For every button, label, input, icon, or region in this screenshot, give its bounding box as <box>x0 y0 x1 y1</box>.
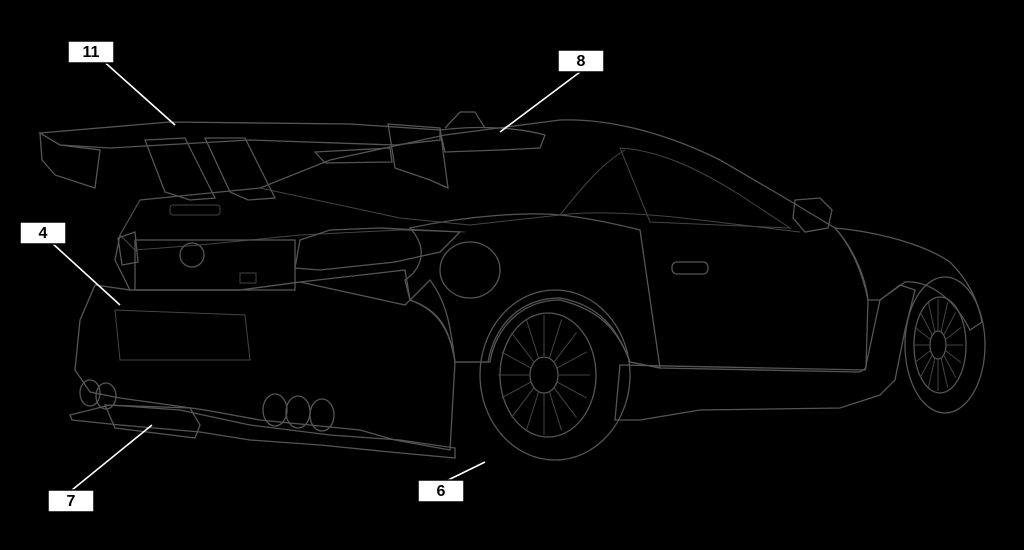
leader-8 <box>499 71 581 133</box>
wheel-spoke <box>553 332 577 363</box>
callout-7: 7 <box>47 489 95 513</box>
wheel-spoke <box>940 357 949 388</box>
callout-8: 8 <box>557 49 605 73</box>
exhaust-right <box>262 393 335 432</box>
wheel-spoke <box>556 381 587 399</box>
wheel-spoke <box>501 351 532 369</box>
wheel-spoke <box>940 302 949 333</box>
leader-4 <box>51 242 121 306</box>
wheel-spoke <box>548 391 563 431</box>
wheel-spoke <box>511 387 535 418</box>
front-fender <box>833 227 983 331</box>
leader-7 <box>71 424 153 491</box>
callout-8-label: 8 <box>577 53 586 70</box>
callout-11-label: 11 <box>83 44 100 61</box>
callout-7-label: 7 <box>67 493 76 510</box>
brake-light <box>169 204 221 216</box>
wheel-spoke <box>914 327 931 341</box>
taillight-left <box>117 231 139 266</box>
wing-endplate-right <box>387 123 449 190</box>
wheel-spoke <box>919 354 933 378</box>
leader-11 <box>99 57 176 126</box>
door-handle <box>671 261 709 275</box>
wheel-spoke <box>501 381 532 399</box>
wheel-spoke <box>945 327 962 341</box>
wheel-spoke <box>927 357 936 388</box>
wheel-spoke <box>927 302 936 333</box>
bumper-recess <box>114 309 251 361</box>
wing-stand-right <box>203 137 277 201</box>
trunk-line <box>259 149 626 226</box>
emblem <box>179 242 205 268</box>
rear-diffuser <box>69 404 456 459</box>
wheel-spoke <box>945 349 962 363</box>
roof-spoiler <box>439 126 546 153</box>
callout-4-label: 4 <box>39 225 48 242</box>
wheel-spoke <box>919 312 933 336</box>
wing-stand-left <box>144 137 217 201</box>
front-wheel <box>904 276 986 414</box>
wheel-spoke <box>556 351 587 369</box>
wheel-spoke <box>511 332 535 363</box>
roof-line <box>559 212 801 233</box>
wheel-spoke <box>914 349 931 363</box>
wheel-spoke <box>525 391 540 431</box>
rear-wheel <box>479 289 631 461</box>
side-window <box>619 147 792 229</box>
diffuser-fins <box>103 404 201 439</box>
roof-spoiler-left <box>313 147 393 164</box>
wheel-spoke <box>553 387 577 418</box>
wheel-spoke <box>943 354 957 378</box>
wheel-spoke <box>525 319 540 359</box>
wing-plane <box>37 121 441 149</box>
side-mirror <box>792 197 833 233</box>
trunk-lid-line <box>119 199 466 251</box>
callout-11: 11 <box>67 40 115 64</box>
fuel-door <box>439 241 501 299</box>
callout-6: 6 <box>417 479 465 503</box>
badge <box>239 272 257 284</box>
wheel-spoke <box>943 312 957 336</box>
wing-endplate-left <box>39 131 101 189</box>
rear-bumper <box>74 269 456 451</box>
wheel-spoke <box>548 319 563 359</box>
shark-fin <box>444 111 486 129</box>
rear-wing <box>37 121 449 201</box>
callout-4: 4 <box>19 221 67 245</box>
exhaust-left <box>79 379 117 410</box>
side-skirt <box>614 284 916 421</box>
taillight-right <box>294 227 462 271</box>
callout-6-label: 6 <box>437 483 446 500</box>
